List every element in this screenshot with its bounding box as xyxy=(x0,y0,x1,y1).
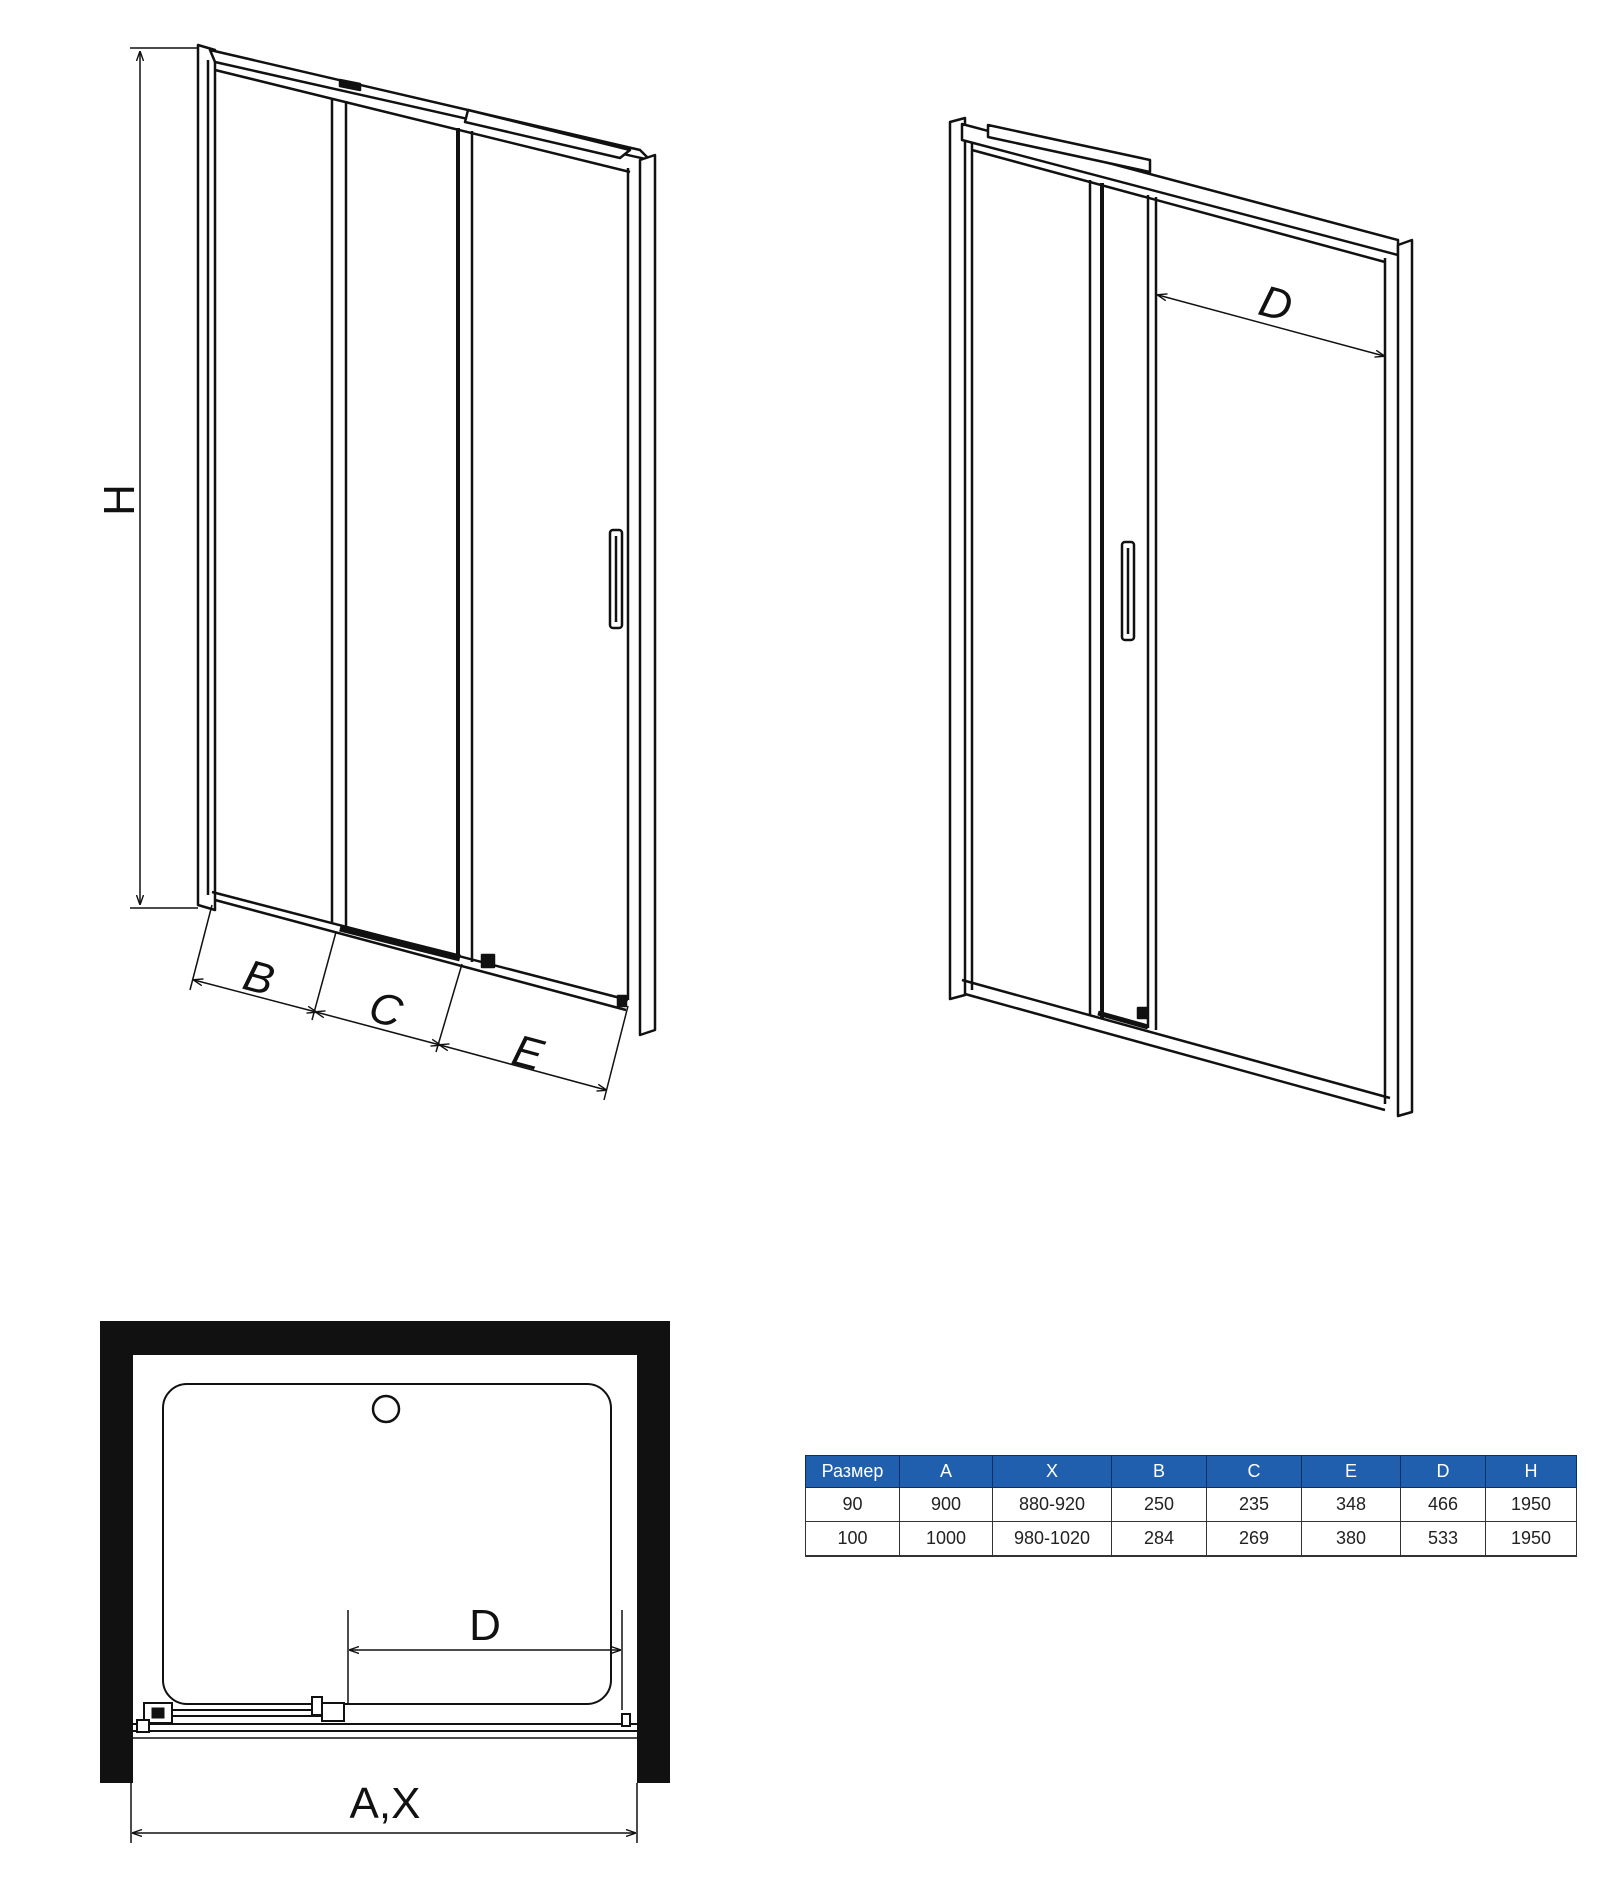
front-top-rail xyxy=(208,48,652,174)
front-bottom-stopper xyxy=(616,994,628,1008)
col-header-d: D xyxy=(1400,1455,1486,1488)
col-header-x: X xyxy=(992,1455,1112,1488)
table-row: 90 900 880-920 250 235 348 466 1950 xyxy=(805,1487,1577,1522)
front-handle xyxy=(608,528,624,630)
plan-view: D A,X xyxy=(100,1321,670,1843)
rear-dim-d-line xyxy=(1158,295,1384,356)
front-dim-c-label: C xyxy=(364,982,409,1038)
col-header-h: H xyxy=(1485,1455,1577,1488)
table-cell: 380 xyxy=(1301,1521,1401,1557)
table-cell: 250 xyxy=(1111,1487,1207,1522)
plan-dim-d-label: D xyxy=(469,1601,501,1650)
table-row: 100 1000 980-1020 284 269 380 533 1950 xyxy=(805,1521,1577,1557)
table-cell: 1950 xyxy=(1485,1521,1577,1557)
table-cell: 100 xyxy=(805,1521,900,1557)
rear-bottom-stopper xyxy=(1136,1006,1149,1020)
plan-shower-tray xyxy=(162,1383,612,1705)
table-cell: 269 xyxy=(1206,1521,1302,1557)
table-cell: 235 xyxy=(1206,1487,1302,1522)
table-cell: 348 xyxy=(1301,1487,1401,1522)
front-panel-dividers xyxy=(330,98,474,962)
size-spec-table: Размер A X B C E D H 90 900 880-920 250 … xyxy=(805,1455,1577,1557)
table-cell: 1950 xyxy=(1485,1487,1577,1522)
col-header-a: A xyxy=(899,1455,993,1488)
front-dim-h-label: H xyxy=(95,484,144,516)
plan-dim-ax-label: A,X xyxy=(350,1779,421,1828)
front-bottom-guide xyxy=(480,953,496,969)
plan-drain xyxy=(371,1394,401,1424)
table-cell: 1000 xyxy=(899,1521,993,1557)
plan-walls xyxy=(100,1321,670,1783)
front-left-post xyxy=(196,43,217,912)
col-header-b: B xyxy=(1111,1455,1207,1488)
front-right-post xyxy=(626,153,657,1037)
col-header-size: Размер xyxy=(805,1455,900,1488)
table-cell: 880-920 xyxy=(992,1487,1112,1522)
table-cell: 90 xyxy=(805,1487,900,1522)
table-cell: 900 xyxy=(899,1487,993,1522)
plan-dim-d xyxy=(347,1610,623,1710)
table-header-row: Размер A X B C E D H xyxy=(805,1455,1577,1488)
plan-door-profile xyxy=(133,1696,637,1739)
rear-right-post xyxy=(1383,238,1414,1118)
front-dimensions xyxy=(130,47,629,1101)
front-bottom-rail xyxy=(211,890,629,1012)
table-cell: 466 xyxy=(1400,1487,1486,1522)
rear-handle xyxy=(1120,540,1136,642)
front-dim-b-label: B xyxy=(238,951,279,1006)
table-cell: 980-1020 xyxy=(992,1521,1112,1557)
col-header-c: C xyxy=(1206,1455,1302,1488)
table-cell: 533 xyxy=(1400,1521,1486,1557)
rear-view xyxy=(948,116,1414,1118)
col-header-e: E xyxy=(1301,1455,1401,1488)
rear-left-post xyxy=(948,116,974,1001)
front-view xyxy=(196,43,657,1037)
rear-dim-d-label: D xyxy=(1254,276,1297,332)
rear-bottom-rail xyxy=(961,978,1391,1112)
table-cell: 284 xyxy=(1111,1521,1207,1557)
plan-dim-ax xyxy=(130,1783,638,1843)
rear-top-rail xyxy=(960,122,1400,264)
